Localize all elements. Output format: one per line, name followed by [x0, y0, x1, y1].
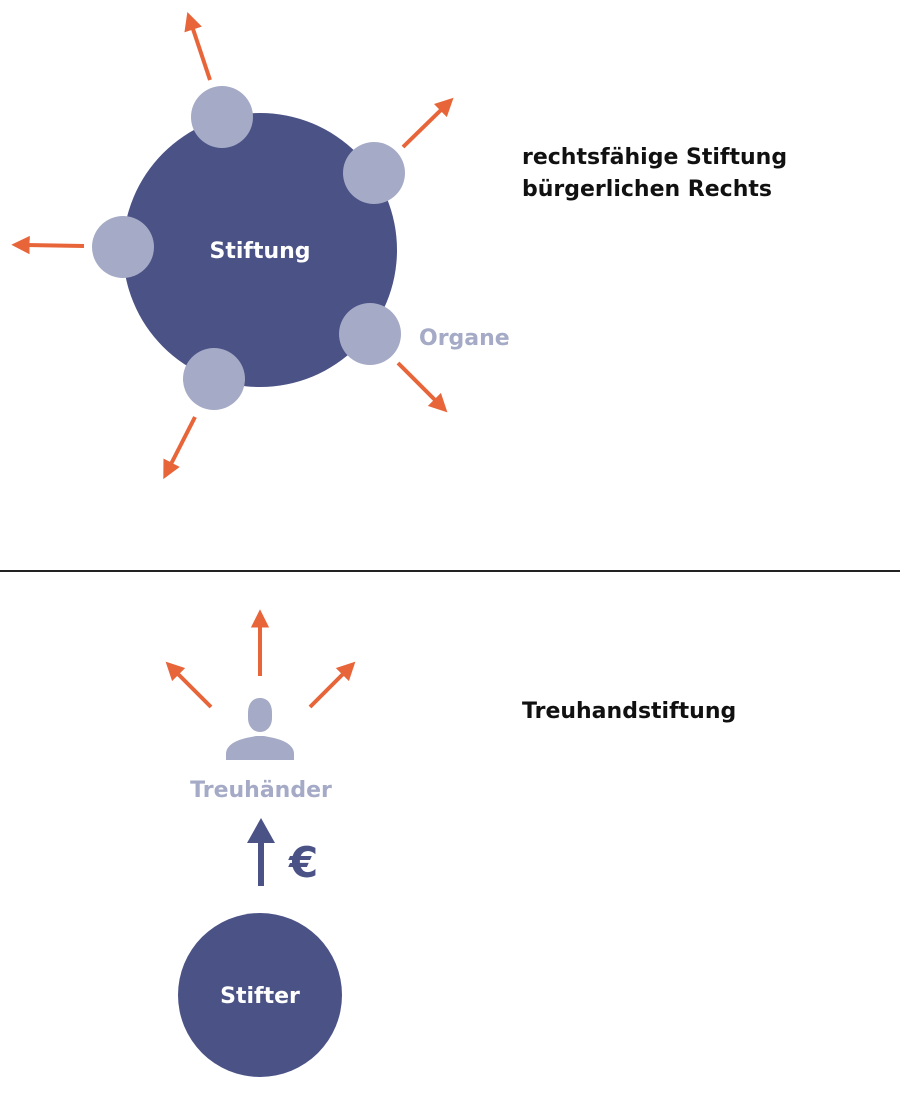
legal-foundation-section: Stiftung Organe	[11, 12, 510, 480]
legal-foundation-heading-line1: rechtsfähige Stiftung	[522, 145, 788, 170]
euro-icon: €	[288, 838, 318, 887]
person-icon	[226, 698, 294, 760]
trustee-label: Treuhänder	[190, 778, 332, 803]
organ-circle	[183, 348, 245, 410]
legal-foundation-heading-line2: bürgerlichen Rechts	[522, 177, 772, 202]
arrow-icon	[165, 661, 213, 709]
organ-circles	[92, 86, 405, 410]
trustee-arrows	[165, 609, 356, 709]
legal-foundation-heading: rechtsfähige Stiftung bürgerlichen Recht…	[522, 142, 787, 206]
organ-label: Organe	[419, 326, 510, 351]
organ-arrows	[11, 12, 454, 480]
organ-circle	[343, 142, 405, 204]
arrow-icon	[247, 818, 275, 843]
arrow-icon	[401, 97, 454, 149]
arrow-icon	[163, 416, 197, 480]
organ-circle	[92, 216, 154, 278]
founder-label: Stifter	[220, 984, 300, 1009]
foundation-circle	[123, 113, 397, 387]
organ-circle	[339, 303, 401, 365]
founder-circle	[178, 913, 342, 1077]
money-flow-arrow	[247, 818, 275, 886]
arrow-icon	[11, 235, 85, 255]
trust-foundation-section: Treuhänder € Stifter	[165, 609, 356, 1077]
trust-foundation-heading: Treuhandstiftung	[522, 699, 737, 724]
arrow-icon	[396, 361, 448, 413]
organ-circle	[191, 86, 253, 148]
foundation-label: Stiftung	[209, 239, 310, 264]
arrow-icon	[308, 661, 356, 709]
arrow-icon	[184, 12, 212, 81]
